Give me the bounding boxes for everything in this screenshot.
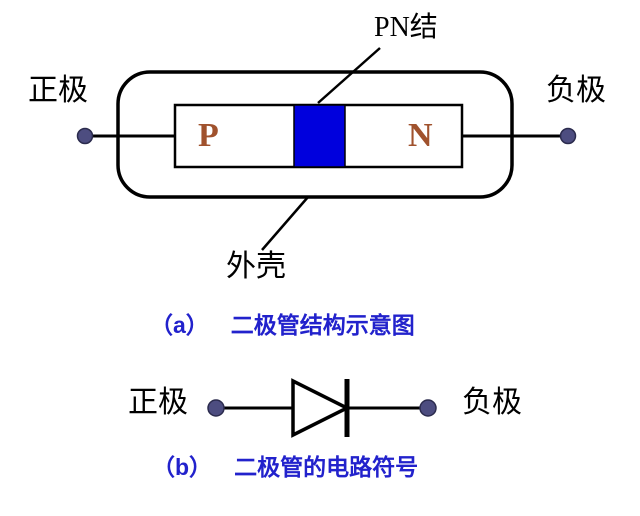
- caption-a: （a） 二极管结构示意图: [150, 314, 415, 337]
- anode-terminal: [76, 127, 94, 145]
- cathode-label: 负极: [546, 74, 606, 107]
- shell-label: 外壳: [226, 250, 286, 283]
- caption-a-index: （a）: [150, 312, 209, 338]
- symbol-anode-terminal: [207, 399, 225, 417]
- shell-leader-line: [261, 196, 309, 251]
- symbol-cathode-terminal: [419, 399, 437, 417]
- pn-junction-region: [293, 104, 346, 168]
- caption-b: （b） 二极管的电路符号: [152, 456, 418, 479]
- cathode-terminal: [559, 127, 577, 145]
- pn-junction-leader-line: [317, 47, 381, 104]
- n-region-letter: N: [408, 117, 433, 154]
- anode-label: 正极: [28, 74, 88, 107]
- caption-a-title: 二极管结构示意图: [230, 312, 415, 338]
- symbol-cathode-label: 负极: [462, 386, 522, 419]
- diode-triangle: [291, 378, 351, 438]
- p-region-letter: P: [198, 117, 219, 154]
- caption-b-index: （b）: [152, 454, 213, 480]
- caption-b-title: 二极管的电路符号: [234, 454, 419, 480]
- symbol-anode-label: 正极: [128, 386, 188, 419]
- pn-junction-label: PN结: [374, 12, 438, 43]
